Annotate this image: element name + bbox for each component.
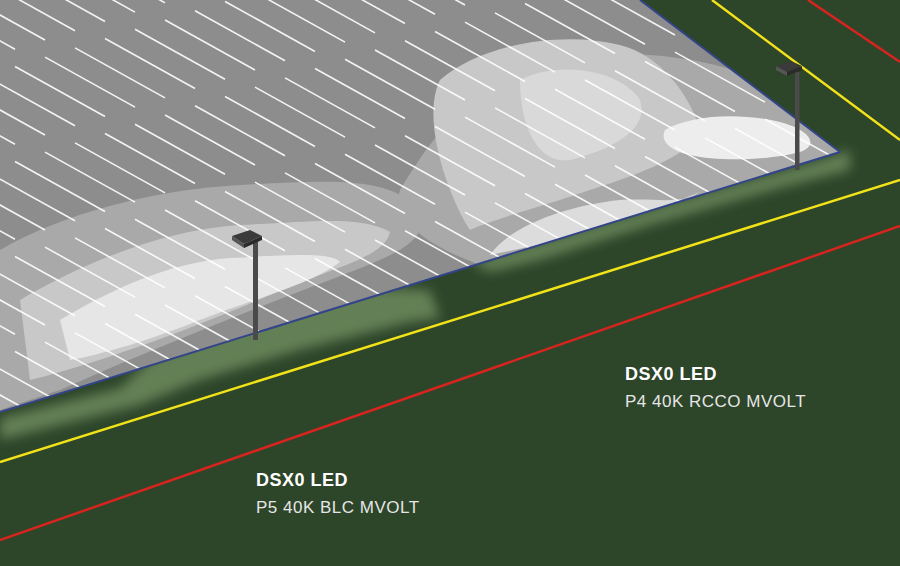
fixture-model: DSX0 LED xyxy=(625,364,717,385)
fixture-options: P4 40K RCCO MVOLT xyxy=(625,392,806,412)
light-pole xyxy=(776,61,802,170)
fixture-model: DSX0 LED xyxy=(256,470,348,491)
lot-edge xyxy=(0,152,840,412)
property-line xyxy=(0,226,900,540)
setback-line xyxy=(712,0,900,140)
lot-edge xyxy=(640,0,840,152)
setback-line xyxy=(0,180,900,462)
fixture-options: P5 40K BLC MVOLT xyxy=(256,498,420,518)
property-line xyxy=(808,0,900,62)
light-pools xyxy=(0,0,900,457)
light-pole xyxy=(232,230,262,340)
